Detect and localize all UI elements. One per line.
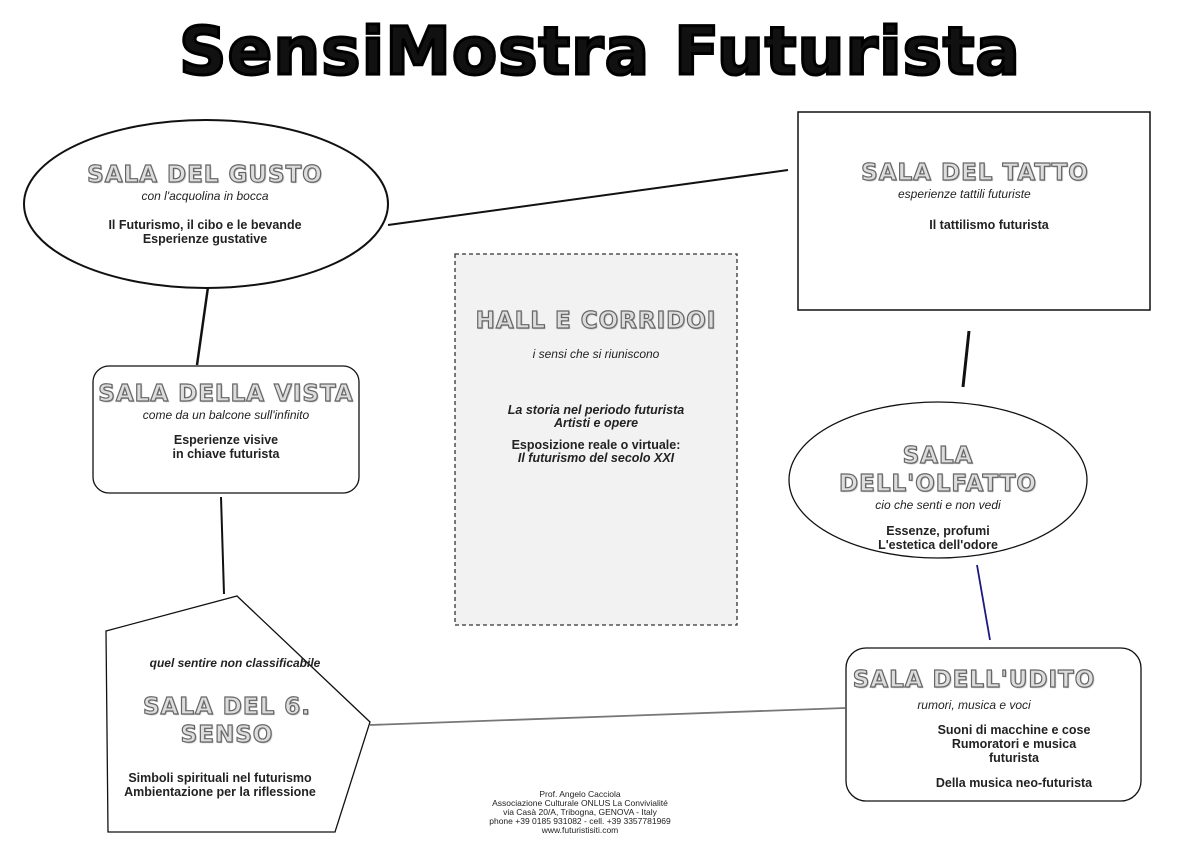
room-senso: quel sentire non classificabile SALA DEL… xyxy=(100,656,370,799)
room-subtitle: rumori, musica e voci xyxy=(917,698,1031,712)
room-line: Essenze, profumi xyxy=(886,524,990,538)
footer-line: www.futuristisiti.com xyxy=(541,825,619,835)
connector-olfatto-udito xyxy=(976,564,991,641)
node-senso-pentagon xyxy=(105,595,371,833)
node-gusto-ellipse xyxy=(23,119,389,289)
footer-line: via Casà 20/A, Tribogna, GENOVA - Italy xyxy=(503,807,657,817)
room-name: SALA DEL GUSTO xyxy=(87,161,323,188)
node-vista-rounded-rect xyxy=(92,365,360,494)
room-vista: SALA DELLA VISTA come da un balcone sull… xyxy=(93,380,359,461)
room-name: SALA DEL TATTO xyxy=(861,159,1089,186)
footer-line: Associazione Culturale ONLUS La Convivia… xyxy=(492,798,668,808)
room-tatto: SALA DEL TATTO esperienze tattili futuri… xyxy=(820,159,1130,232)
room-name: SALA DELL'UDITO xyxy=(852,666,1096,693)
room-gusto: SALA DEL GUSTO con l'acquolina in bocca … xyxy=(40,161,370,246)
page-title: SensiMostra Futurista xyxy=(178,12,1022,92)
room-line: Esposizione reale o virtuale: xyxy=(511,438,681,452)
room-line: Ambientazione per la riflessione xyxy=(124,785,316,799)
room-subtitle: con l'acquolina in bocca xyxy=(141,189,269,203)
connector-gusto-tatto xyxy=(387,169,789,226)
room-hall: HALL E CORRIDOI i sensi che si riuniscon… xyxy=(455,307,737,465)
room-line: Simboli spirituali nel futurismo xyxy=(128,771,312,785)
room-line: Esperienze gustative xyxy=(142,232,268,246)
room-line: Il Futurismo, il cibo e le bevande xyxy=(108,218,302,232)
connector-vista-senso xyxy=(220,496,225,595)
room-line: in chiave futurista xyxy=(172,447,280,461)
node-tatto-rect xyxy=(797,111,1151,311)
connector-gusto-vista xyxy=(195,286,210,366)
room-subtitle: cio che senti e non vedi xyxy=(875,498,1001,512)
room-line: Della musica neo-futurista xyxy=(935,776,1093,790)
room-udito: SALA DELL'UDITO rumori, musica e voci Su… xyxy=(846,666,1102,790)
node-udito-rounded-rect xyxy=(845,647,1142,802)
room-line: Rumoratori e musica futurista xyxy=(951,737,1077,765)
room-name: SALA DELLA VISTA xyxy=(98,380,354,407)
footer-credits: Prof. Angelo Cacciola Associazione Cultu… xyxy=(430,790,730,835)
room-line: Il tattilismo futurista xyxy=(929,218,1049,232)
room-line: L'estetica dell'odore xyxy=(878,538,998,552)
connector-tatto-olfatto xyxy=(961,330,971,388)
connector-senso-udito xyxy=(369,707,846,726)
room-subtitle: quel sentire non classificabile xyxy=(149,656,321,670)
node-olfatto-ellipse xyxy=(788,401,1088,559)
room-subtitle: i sensi che si riuniscono xyxy=(532,347,660,361)
room-name: HALL E CORRIDOI xyxy=(475,307,717,334)
room-subtitle: esperienze tattili futuriste xyxy=(898,187,1031,201)
room-line: Il futurismo del secolo XXI xyxy=(517,451,675,465)
room-subtitle: come da un balcone sull'infinito xyxy=(142,408,310,422)
room-line: Suoni di macchine e cose xyxy=(937,723,1091,737)
room-line: Artisti e opere xyxy=(553,416,639,430)
room-line: La storia nel periodo futurista xyxy=(507,403,685,417)
node-hall-dashed-rect xyxy=(454,253,738,626)
footer-line: phone +39 0185 931082 - cell. +39 335778… xyxy=(489,816,671,826)
room-line: Esperienze visive xyxy=(173,433,279,447)
footer-line: Prof. Angelo Cacciola xyxy=(539,789,621,799)
room-name: SALA DELL'OLFATTO xyxy=(838,442,1037,497)
room-name: SALA DEL 6. SENSO xyxy=(142,693,312,748)
room-olfatto: SALA DELL'OLFATTO cio che senti e non ve… xyxy=(800,442,1076,552)
